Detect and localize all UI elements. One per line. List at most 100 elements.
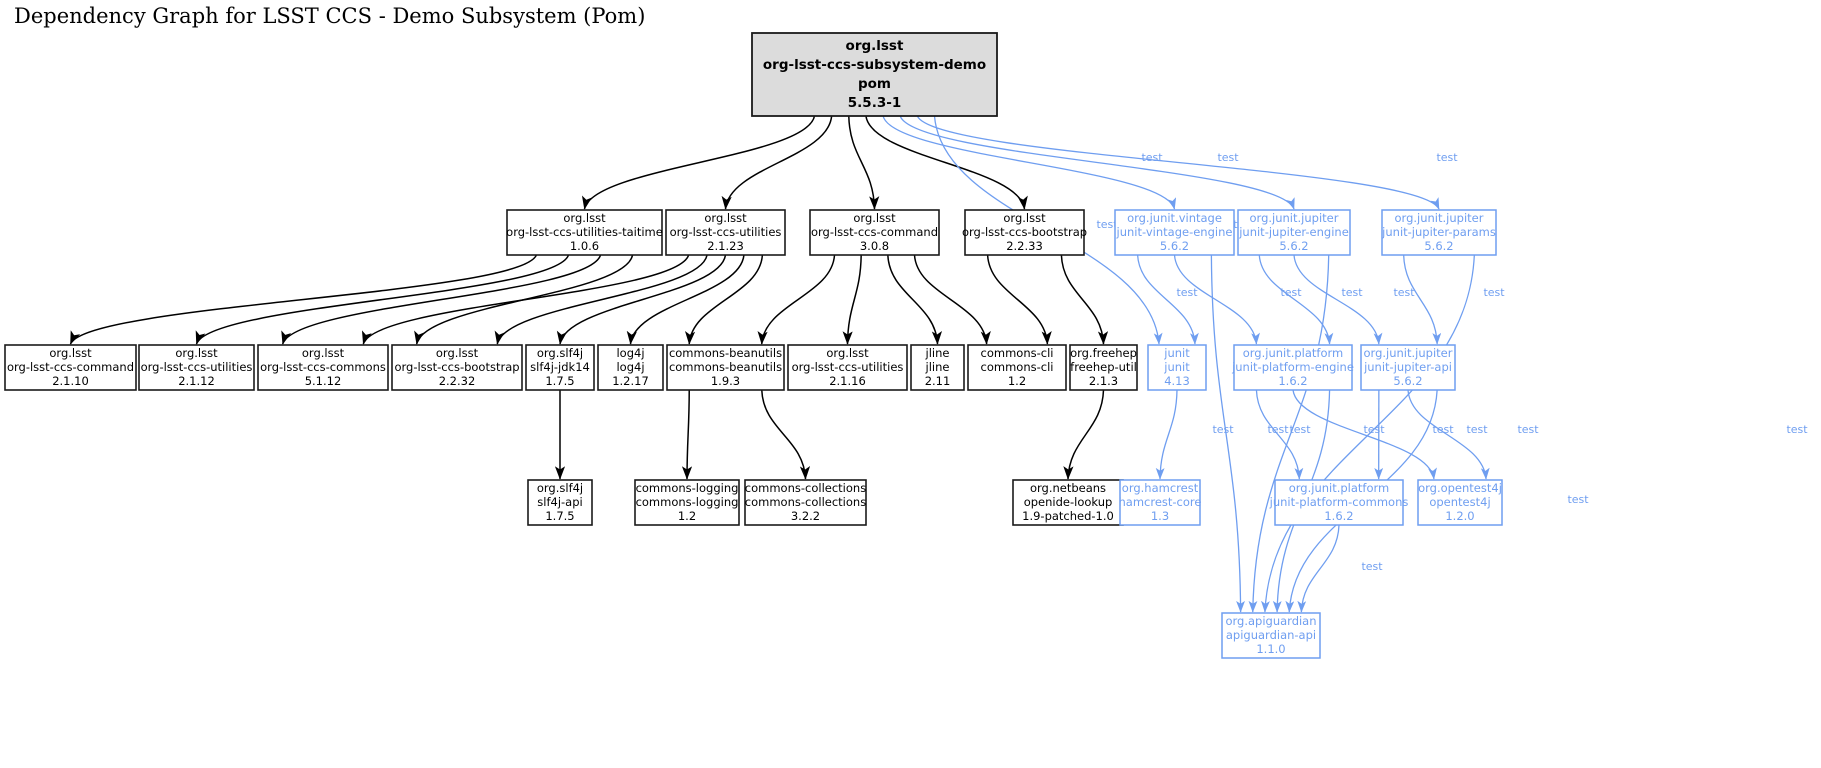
node-label-line: apiguardian-api (1226, 628, 1316, 642)
node-label-line: slf4j-api (537, 495, 582, 509)
graph-node-jupiter-params[interactable]: org.junit.jupiterjunit-jupiter-params5.6… (1381, 209, 1497, 256)
graph-edge (887, 254, 943, 345)
node-box (525, 344, 595, 391)
node-label-line: org.lsst (853, 211, 896, 225)
node-label-line: org-lsst-ccs-command (7, 360, 134, 374)
node-box (967, 344, 1067, 391)
node-label-line: slf4j-jdk14 (530, 360, 590, 374)
graph-edge (1255, 389, 1304, 480)
node-label-line: commons-cli (981, 346, 1054, 360)
node-label-line: 1.6.2 (1324, 509, 1353, 523)
graph-edge (1210, 254, 1245, 613)
graph-edge (684, 254, 764, 345)
edge-label-test: test (1436, 151, 1458, 164)
graph-node-openide-lookup[interactable]: org.netbeansopenide-lookup1.9-patched-1.… (1012, 479, 1124, 526)
node-label-line: 4.13 (1164, 374, 1190, 388)
edge-label-test: test (1217, 151, 1239, 164)
node-box (751, 32, 998, 117)
node-box (1360, 344, 1456, 391)
node-box (1417, 479, 1503, 526)
node-label-line: commons-beanutils (669, 360, 782, 374)
node-label-line: org.junit.jupiter (1250, 211, 1339, 225)
edge-label-test: test (1393, 286, 1415, 299)
node-label-line: org-lsst-ccs-command (811, 225, 938, 239)
node-label-line: 1.2.17 (612, 374, 649, 388)
node-layer: org.lsstorg-lsst-ccs-subsystem-demopom5.… (4, 32, 1503, 659)
page-title: Dependency Graph for LSST CCS - Demo Sub… (14, 4, 646, 28)
node-label-line: org-lsst-ccs-commons (260, 360, 386, 374)
graph-edge (757, 254, 836, 345)
edge-label-test: test (1280, 286, 1302, 299)
node-label-line: 5.6.2 (1279, 239, 1308, 253)
graph-edge (761, 389, 811, 480)
node-label-line: 2.11 (925, 374, 951, 388)
graph-edge (1155, 389, 1178, 480)
edge-label-test: test (1567, 493, 1589, 506)
node-label-line: junit-vintage-engine (1116, 225, 1233, 239)
node-label-line: org.lsst (826, 346, 869, 360)
node-label-line: org-lsst-ccs-utilities-taitime (506, 225, 663, 239)
node-box (1274, 479, 1404, 526)
graph-edge (1403, 254, 1442, 345)
node-label-line: freehep-util (1070, 360, 1137, 374)
node-label-line: 5.5.3-1 (848, 95, 901, 111)
graph-edge (1173, 254, 1260, 345)
node-label-line: 3.0.8 (860, 239, 889, 253)
graph-node-platform-engine[interactable]: org.junit.platformjunit-platform-engine1… (1231, 344, 1354, 391)
node-label-line: org.junit.jupiter (1364, 346, 1453, 360)
node-box (744, 479, 867, 526)
graph-edge (362, 254, 690, 345)
graph-node-commons-collections[interactable]: commons-collectionscommons-collections3.… (744, 479, 867, 526)
graph-node-root[interactable]: org.lsstorg-lsst-ccs-subsystem-demopom5.… (751, 32, 998, 117)
edge-label-test: test (1267, 423, 1289, 436)
graph-edge (865, 115, 1028, 210)
node-label-line: commons-collections (745, 495, 866, 509)
edge-label-test: test (1212, 423, 1234, 436)
edge-label-test: test (1483, 286, 1505, 299)
node-label-line: jline (925, 360, 950, 374)
graph-edge (842, 254, 862, 345)
node-label-line: org.freehep (1070, 346, 1137, 360)
node-label-line: junit-platform-engine (1231, 360, 1354, 374)
node-label-line: 1.2 (1008, 374, 1026, 388)
node-label-line: log4j (616, 346, 644, 360)
graph-node-taitime[interactable]: org.lsstorg-lsst-ccs-utilities-taitime1.… (506, 209, 663, 256)
node-label-line: 1.0.6 (570, 239, 599, 253)
graph-node-vintage-engine[interactable]: org.junit.vintagejunit-vintage-engine5.6… (1114, 209, 1235, 256)
graph-edge (1261, 254, 1475, 613)
graph-edge (913, 254, 991, 345)
edge-label-test: test (1141, 151, 1163, 164)
node-label-line: 2.1.23 (707, 239, 744, 253)
node-label-line: org.lsst (563, 211, 606, 225)
node-label-line: pom (858, 76, 891, 92)
graph-node-jupiter-engine[interactable]: org.junit.jupiterjunit-jupiter-engine5.6… (1237, 209, 1351, 256)
graph-edge (848, 115, 880, 210)
graph-node-platform-commons[interactable]: org.junit.platformjunit-platform-commons… (1269, 479, 1409, 526)
node-label-line: junit-platform-commons (1269, 495, 1409, 509)
node-box (138, 344, 255, 391)
node-label-line: junit-jupiter-api (1363, 360, 1452, 374)
